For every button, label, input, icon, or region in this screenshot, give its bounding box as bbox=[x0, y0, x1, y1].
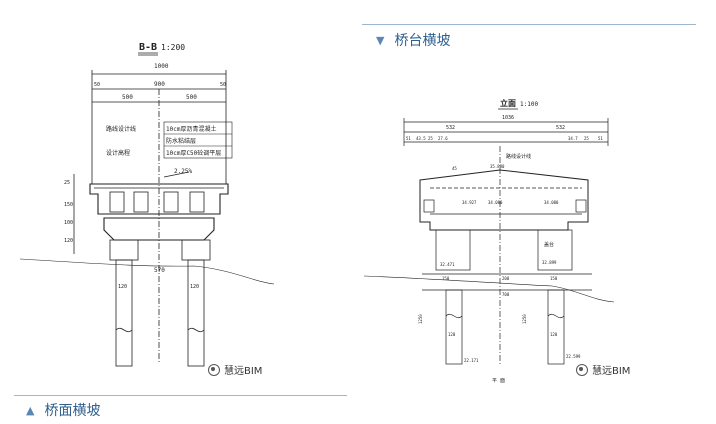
wechat-icon-2 bbox=[576, 363, 588, 376]
w-dim-2: 200 bbox=[502, 276, 510, 281]
dim-half-left: 500 bbox=[122, 94, 133, 101]
pile-right-label: 120 bbox=[190, 284, 199, 290]
elevation-scale: 1:100 bbox=[520, 101, 538, 108]
side-dim-1: 25 bbox=[64, 180, 70, 186]
dim-edge-left: 50 bbox=[94, 82, 100, 88]
r-dim-total: 1036 bbox=[502, 115, 514, 121]
design-elev-label: 设计高程 bbox=[106, 149, 130, 157]
r-design-line-label: 路线设计线 bbox=[506, 153, 531, 160]
dim-half-right: 500 bbox=[186, 94, 197, 101]
elev-top: 35.880 bbox=[490, 164, 505, 169]
span-label: 570 bbox=[154, 267, 165, 274]
triangle-down-icon: ▼ bbox=[376, 33, 385, 47]
elev-pile-left: 32.471 bbox=[440, 262, 455, 267]
section-title: B-B bbox=[139, 42, 157, 53]
r-len-left: 1250 bbox=[418, 314, 423, 324]
r-dim-b: 43.5 bbox=[416, 136, 426, 141]
r-len-right: 1250 bbox=[522, 314, 527, 324]
elev-left: 34.927 bbox=[462, 200, 477, 205]
left-watermark: 慧远BIM bbox=[208, 362, 262, 377]
r-pile-left: 120 bbox=[448, 332, 456, 337]
bridge-cross-section-drawing: B-B 1:200 1000 50 900 50 500 500 10cm厚沥青… bbox=[14, 34, 347, 386]
w-dim-3: 150 bbox=[550, 276, 558, 281]
elev-right: 34.080 bbox=[544, 200, 559, 205]
abutment-elevation-drawing: 立面 1:100 1036 532 532 51 43.5 25 27.6 34… bbox=[362, 94, 658, 384]
dim-total: 1000 bbox=[154, 63, 169, 70]
triangle-up-icon: ▲ bbox=[26, 403, 35, 417]
r-pile-right: 120 bbox=[550, 332, 558, 337]
r-dim-g: 51 bbox=[598, 136, 603, 141]
dim-edge-right: 50 bbox=[220, 82, 226, 88]
bottom-divider bbox=[14, 395, 347, 396]
r-dim-d: 27.6 bbox=[438, 136, 448, 141]
abutment-slope-title: 桥台横坡 bbox=[394, 33, 451, 49]
layer2-label: 防水粘结层 bbox=[166, 137, 196, 145]
layer3-label: 10cm厚C50砼调平层 bbox=[166, 149, 221, 157]
deck-slope-title: 桥面横坡 bbox=[44, 403, 101, 419]
bot-left: 22.171 bbox=[464, 358, 479, 363]
elev-pile-right: 32.899 bbox=[542, 260, 557, 265]
left-watermark-text: 慧远BIM bbox=[224, 366, 263, 377]
section-scale: 1:200 bbox=[161, 43, 185, 52]
top-divider bbox=[362, 24, 696, 25]
elevation-title: 立面 bbox=[500, 98, 516, 108]
right-watermark: 慧远BIM bbox=[576, 362, 630, 377]
r-dim-half-left: 532 bbox=[446, 125, 455, 131]
right-watermark-text: 慧远BIM bbox=[592, 366, 631, 377]
r-dim-e: 34.7 bbox=[568, 136, 578, 141]
r-dim-half-right: 532 bbox=[556, 125, 565, 131]
plan-note: 平 面 bbox=[492, 378, 505, 384]
r-dim-a: 51 bbox=[406, 136, 411, 141]
deck-slope-caption: ▲ 桥面横坡 bbox=[26, 400, 100, 420]
angle-label: 45 bbox=[452, 166, 457, 171]
cap-label: 盖台 bbox=[544, 241, 554, 248]
abutment-slope-caption: ▼ 桥台横坡 bbox=[376, 30, 450, 50]
slope-label: 2.25% bbox=[174, 168, 192, 175]
r-span: 700 bbox=[502, 292, 510, 297]
dim-mid: 900 bbox=[154, 81, 165, 88]
pile-left-label: 120 bbox=[118, 284, 127, 290]
wechat-icon bbox=[208, 363, 220, 376]
side-dim-4: 120 bbox=[64, 238, 73, 244]
design-line-label: 路线设计线 bbox=[106, 125, 136, 133]
bot-right: 22.599 bbox=[566, 354, 581, 359]
side-dim-3: 100 bbox=[64, 220, 73, 226]
layer1-label: 10cm厚沥青混凝土 bbox=[166, 125, 216, 133]
w-dim-1: 150 bbox=[442, 276, 450, 281]
r-dim-c: 25 bbox=[428, 136, 433, 141]
elev-mid: 34.080 bbox=[488, 200, 503, 205]
side-dim-2: 150 bbox=[64, 202, 73, 208]
r-dim-f: 25 bbox=[584, 136, 589, 141]
